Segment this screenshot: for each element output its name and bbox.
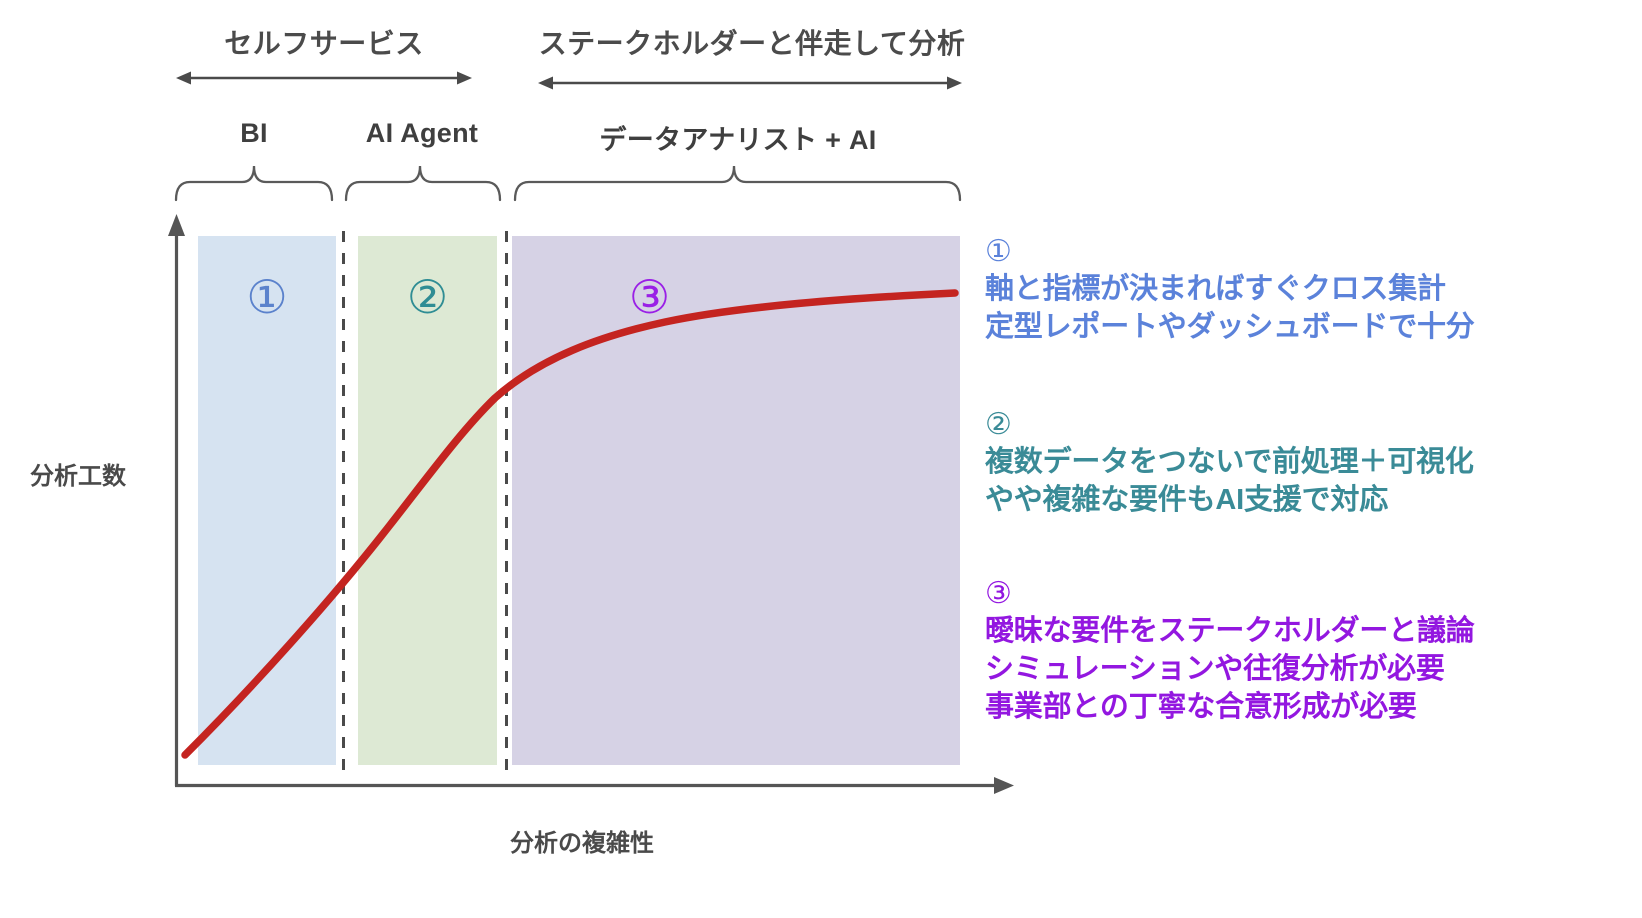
note-3-marker: ③: [985, 576, 1012, 611]
band-bi: [198, 236, 336, 765]
span-label-self-service: セルフサービス: [224, 28, 424, 59]
group-label-data-analyst: データアナリスト + AI: [599, 125, 877, 155]
double-arrow-icon-self-service: [176, 71, 472, 85]
band-marker-1: ①: [246, 270, 288, 324]
band-marker-3: ③: [628, 270, 671, 324]
effort-curve: [181, 289, 959, 759]
x-axis-label: 分析の複雑性: [510, 830, 654, 857]
double-arrow-icon-stakeholder: [538, 76, 962, 90]
note-3-line-2: シミュレーションや往復分析が必要: [985, 652, 1445, 685]
note-2-line-1: 複数データをつないで前処理＋可視化: [985, 445, 1474, 478]
note-1-line-2: 定型レポートやダッシュボードで十分: [985, 310, 1475, 343]
group-label-bi: BI: [240, 118, 268, 148]
note-1-line-1: 軸と指標が決まればすぐクロス集計: [985, 272, 1446, 305]
note-1: ① 軸と指標が決まればすぐクロス集計 定型レポートやダッシュボードで十分: [985, 236, 1475, 346]
note-1-marker: ①: [985, 234, 1012, 269]
note-2-line-2: やや複雑な要件もAI支援で対応: [985, 483, 1389, 516]
span-arrows-group: [174, 71, 962, 202]
band-ai-agent: [358, 236, 497, 765]
y-axis-label: 分析工数: [30, 463, 126, 490]
band-marker-2: ②: [406, 270, 449, 324]
note-3-line-1: 曖昧な要件をステークホルダーと議論: [985, 614, 1475, 647]
curly-brace-icon-ai-agent: [344, 165, 502, 202]
curly-brace-icon-bi: [174, 165, 334, 202]
note-2-marker: ②: [985, 407, 1012, 442]
y-axis: [168, 214, 185, 786]
note-3-line-3: 事業部との丁寧な合意形成が必要: [985, 691, 1417, 724]
span-label-stakeholder: ステークホルダーと伴走して分析: [538, 28, 966, 59]
band-data-analyst: [512, 236, 960, 765]
note-2: ② 複数データをつないで前処理＋可視化 やや複雑な要件もAI支援で対応: [985, 409, 1474, 519]
x-axis: [175, 777, 1014, 794]
curly-brace-icon-data-analyst: [513, 165, 962, 202]
note-3: ③ 曖昧な要件をステークホルダーと議論 シミュレーションや往復分析が必要 事業部…: [985, 578, 1475, 726]
group-label-ai-agent: AI Agent: [365, 118, 479, 148]
